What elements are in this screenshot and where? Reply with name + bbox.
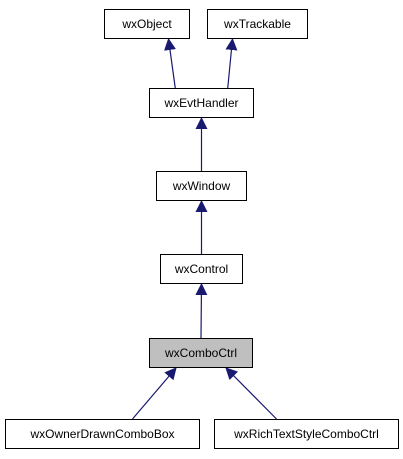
class-node-wxevthandler[interactable]: wxEvtHandler [149, 88, 254, 118]
class-node-wxcontrol[interactable]: wxControl [160, 254, 243, 284]
class-node-wxcomboctrl: wxComboCtrl [149, 338, 253, 368]
inherits-arrow-wxevthandler-to-wxtrackable [225, 38, 238, 89]
class-node-wxwindow[interactable]: wxWindow [156, 171, 247, 201]
inherits-arrow-wxownerdrawncombobox-to-wxcomboctrl [132, 367, 177, 420]
inherits-arrow-wxrichtextstylecomboctrl-to-wxcomboctrl [225, 367, 277, 420]
class-node-wxrichtextstylecomboctrl[interactable]: wxRichTextStyleComboCtrl [214, 419, 399, 449]
class-node-wxobject[interactable]: wxObject [104, 9, 190, 39]
class-node-wxownerdrawncombobox[interactable]: wxOwnerDrawnComboBox [5, 419, 200, 449]
inherits-arrow-wxcomboctrl-to-wxcontrol [195, 283, 208, 339]
inherits-arrow-wxevthandler-to-wxobject [164, 38, 176, 89]
class-node-wxtrackable[interactable]: wxTrackable [207, 9, 308, 39]
